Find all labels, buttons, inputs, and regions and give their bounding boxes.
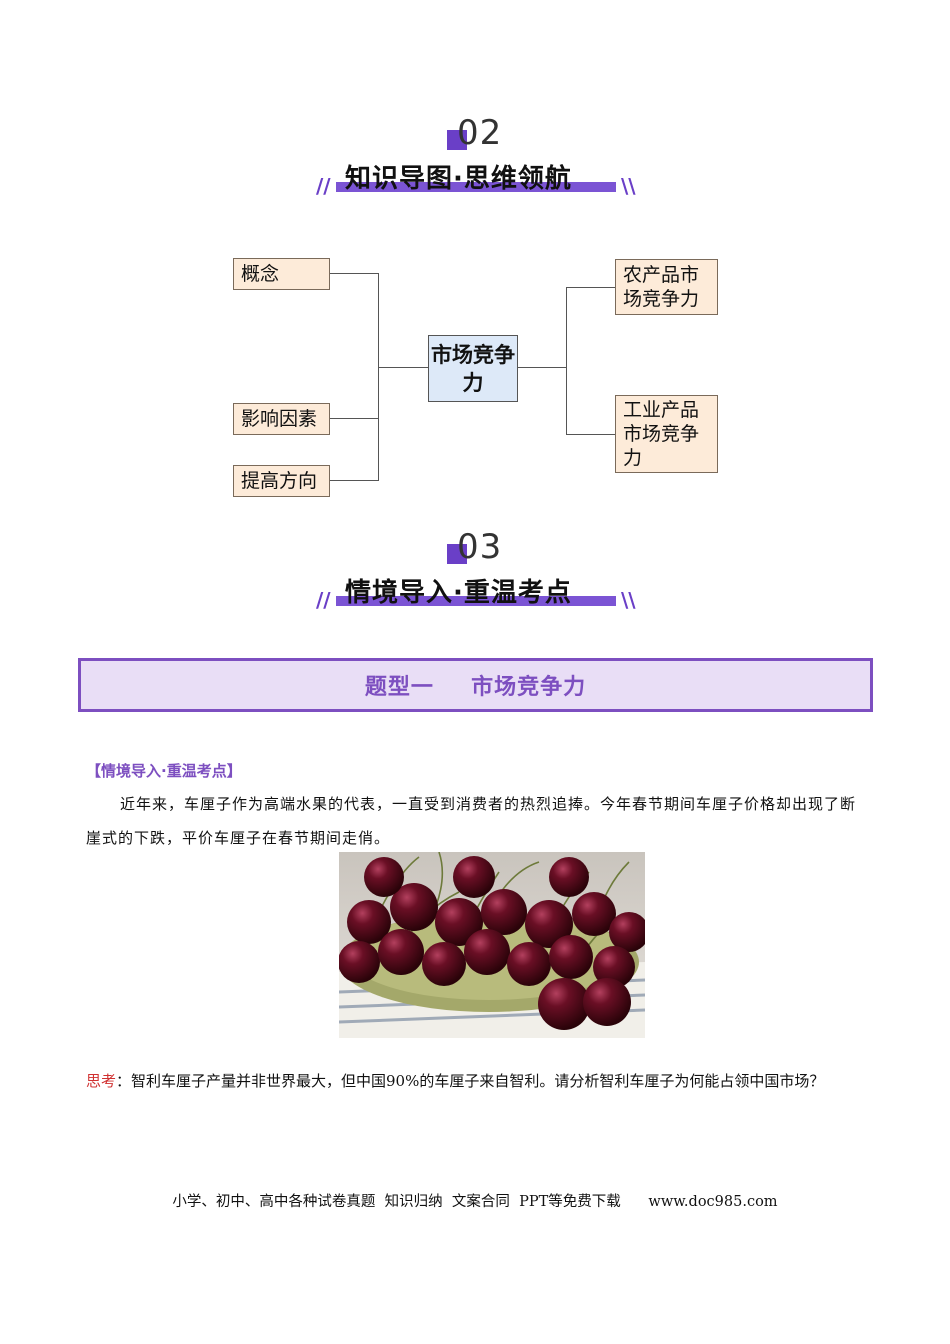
context-tag: 【情境导入·重温考点】: [86, 762, 242, 780]
section-header-context: 03 情境导入·重温考点 // \\: [0, 524, 950, 634]
section-number-block: [447, 130, 467, 150]
connector: [330, 273, 379, 274]
mindmap-node-agri: 农产品市场竞争力: [615, 259, 718, 315]
context-paragraph: 近年来，车厘子作为高端水果的代表，一直受到消费者的热烈追捧。今年春节期间车厘子价…: [86, 795, 857, 847]
think-text: ：智利车厘子产量并非世界最大，但中国90%的车厘子来自智利。请分析智利车厘子为何…: [116, 1072, 825, 1090]
think-question: 思考：智利车厘子产量并非世界最大，但中国90%的车厘子来自智利。请分析智利车厘子…: [86, 1064, 866, 1098]
connector: [566, 287, 567, 434]
section-title: 情境导入·重温考点: [345, 578, 572, 608]
question-type-banner: 题型一 市场竞争力: [78, 658, 873, 712]
cherries-illustration: [339, 852, 645, 1038]
mindmap-node-directions: 提高方向: [233, 465, 330, 497]
section-title-underline: [336, 182, 616, 192]
connector: [566, 287, 615, 288]
slash-decoration-right: \\: [621, 174, 636, 198]
connector: [566, 434, 615, 435]
slash-decoration-right: \\: [621, 588, 636, 612]
cherry-photo: [339, 852, 645, 1038]
mindmap-node-concept: 概念: [233, 258, 330, 290]
slash-decoration-left: //: [316, 174, 331, 198]
slash-decoration-left: //: [316, 588, 331, 612]
mindmap-node-center: 市场竞争力: [428, 335, 518, 402]
connector: [330, 480, 379, 481]
page-footer: 小学、初中、高中各种试卷真题 知识归纳 文案合同 PPT等免费下载 www.do…: [172, 1194, 778, 1210]
connector: [378, 367, 428, 368]
mindmap-center-label: 市场竞争力: [431, 342, 515, 395]
connector: [330, 418, 379, 419]
section-title-underline: [336, 596, 616, 606]
section-number: 03: [457, 527, 503, 567]
section-title: 知识导图·思维领航: [345, 164, 572, 194]
section-number: 02: [457, 113, 503, 153]
mindmap-node-industrial: 工业产品市场竞争力: [615, 395, 718, 473]
connector: [518, 367, 566, 368]
think-label: 思考: [86, 1072, 117, 1090]
mindmap-node-factors: 影响因素: [233, 403, 330, 435]
section-header-knowledge: 02 知识导图·思维领航 // \\: [0, 110, 950, 220]
question-type-title: 题型一 市场竞争力: [364, 675, 587, 700]
connector: [378, 273, 379, 481]
section-number-block: [447, 544, 467, 564]
